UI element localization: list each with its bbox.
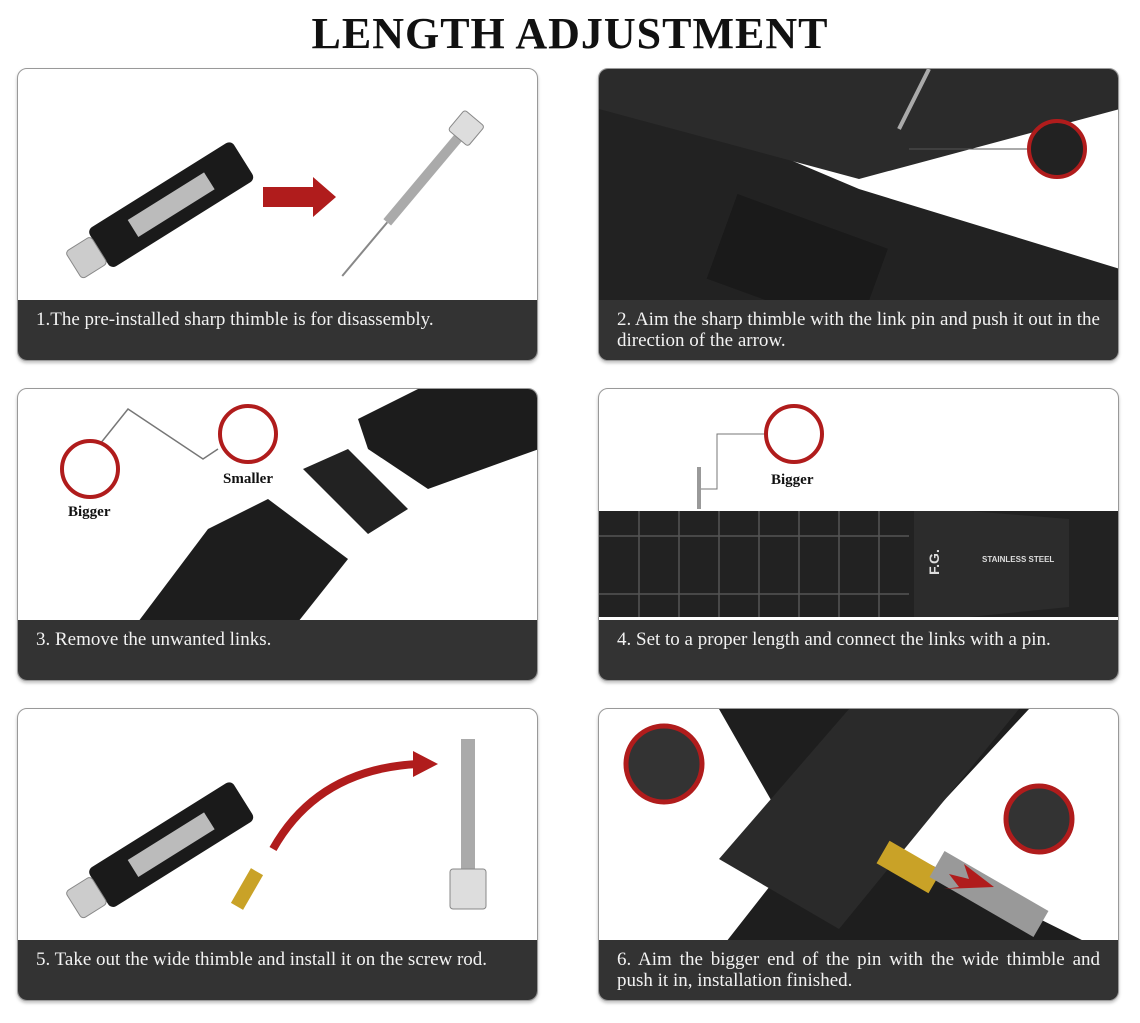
band-with-clasp-illustration [599, 404, 1118, 617]
arrow-right-icon [263, 177, 336, 217]
smaller-label: Smaller [223, 471, 273, 487]
pin-install-illustration [623, 709, 1118, 1000]
zoom-detail-circle [623, 723, 705, 805]
arrow-icon [944, 864, 994, 889]
step-1-caption: 1.The pre-installed sharp thimble is for… [18, 300, 537, 360]
band-pin-removal-illustration [599, 69, 1118, 360]
links-removal-illustration [60, 389, 537, 622]
zoom-detail-circle [1027, 119, 1087, 179]
step-5-caption: 5. Take out the wide thimble and install… [18, 940, 537, 1000]
gold-thimble [230, 868, 264, 910]
step-2-panel: 2. Aim the sharp thimble with the link p… [598, 68, 1119, 361]
step-3-caption: 3. Remove the unwanted links. [18, 620, 537, 680]
page-title: LENGTH ADJUSTMENT [311, 9, 829, 58]
step-2-caption: 2. Aim the sharp thimble with the link p… [599, 300, 1118, 360]
step-6-caption: 6. Aim the bigger end of the pin with th… [599, 940, 1118, 1000]
pin-detail-circle [764, 404, 824, 464]
curved-arrow-icon [269, 760, 419, 851]
step-4-panel: Bigger F.G. STAINLESS STEEL 4. Set to a … [598, 388, 1119, 681]
step-1-panel: 1.The pre-installed sharp thimble is for… [17, 68, 538, 361]
step-5-panel: 5. Take out the wide thimble and install… [17, 708, 538, 1001]
pin-detail-circle [218, 404, 278, 464]
link-remover-tool-illustration [66, 110, 484, 279]
thimble-install-illustration [66, 739, 487, 919]
bigger-label: Bigger [771, 472, 814, 488]
step-6-panel: 6. Aim the bigger end of the pin with th… [598, 708, 1119, 1001]
zoom-detail-circle [1003, 783, 1075, 855]
clasp-brand: F.G. [925, 549, 942, 575]
step-4-caption: 4. Set to a proper length and connect th… [599, 620, 1118, 680]
step-3-panel: Bigger Smaller 3. Remove the unwanted li… [17, 388, 538, 681]
bigger-label: Bigger [68, 504, 111, 520]
pin-detail-circle [60, 439, 120, 499]
clasp-text: STAINLESS STEEL [982, 555, 1055, 564]
